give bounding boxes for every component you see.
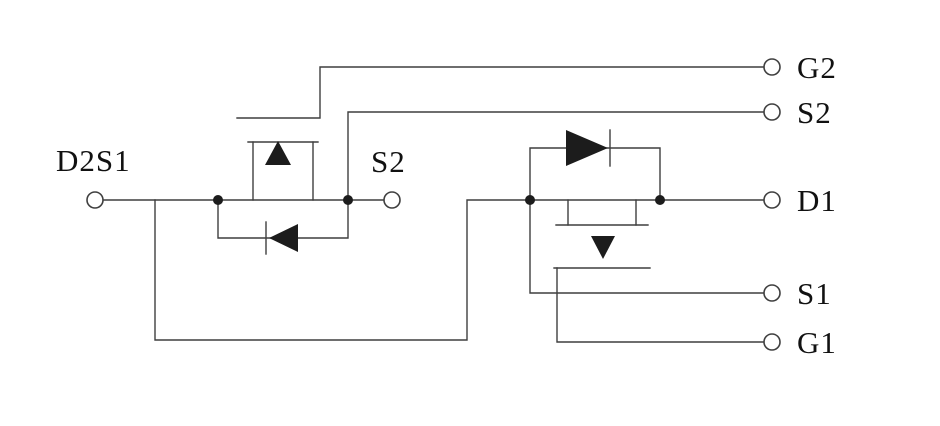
wire-s1 [529, 199, 765, 294]
label-pin-s1: S1 [797, 276, 832, 311]
junction-dot [343, 195, 353, 205]
pad-middle-s2 [383, 191, 401, 209]
label-pin-d1: D1 [797, 183, 837, 218]
wire-g2 [236, 66, 765, 119]
junction-dot [655, 195, 665, 205]
solid-group [213, 130, 665, 259]
junction-dot [525, 195, 535, 205]
pad-g1 [763, 333, 781, 351]
label-pin-g2: G2 [797, 50, 837, 85]
label-pin-s2: S2 [797, 95, 832, 130]
pad-d1 [763, 191, 781, 209]
q2-diode-triangle-icon [269, 224, 298, 252]
wire-g1 [556, 267, 765, 343]
wire-bottom-route [154, 199, 531, 341]
pad-s1 [763, 284, 781, 302]
label-pin-g1: G1 [797, 325, 837, 360]
q1-arrow-down-icon [591, 236, 615, 259]
pad-s2 [763, 103, 781, 121]
q2-arrow-up-icon [265, 141, 291, 165]
q1-diode-triangle-icon [566, 130, 608, 166]
label-pad-d2s1: D2S1 [56, 143, 131, 178]
label-pad-s2-middle: S2 [371, 144, 406, 179]
junction-dot [213, 195, 223, 205]
wire-group [86, 58, 781, 351]
wire-s2 [347, 111, 765, 201]
label-group: D2S1 S2 G2 S2 D1 S1 G1 [56, 50, 837, 360]
pad-left-d2s1 [86, 191, 104, 209]
q1-body-diode-loop [529, 147, 661, 201]
pad-g2 [763, 58, 781, 76]
